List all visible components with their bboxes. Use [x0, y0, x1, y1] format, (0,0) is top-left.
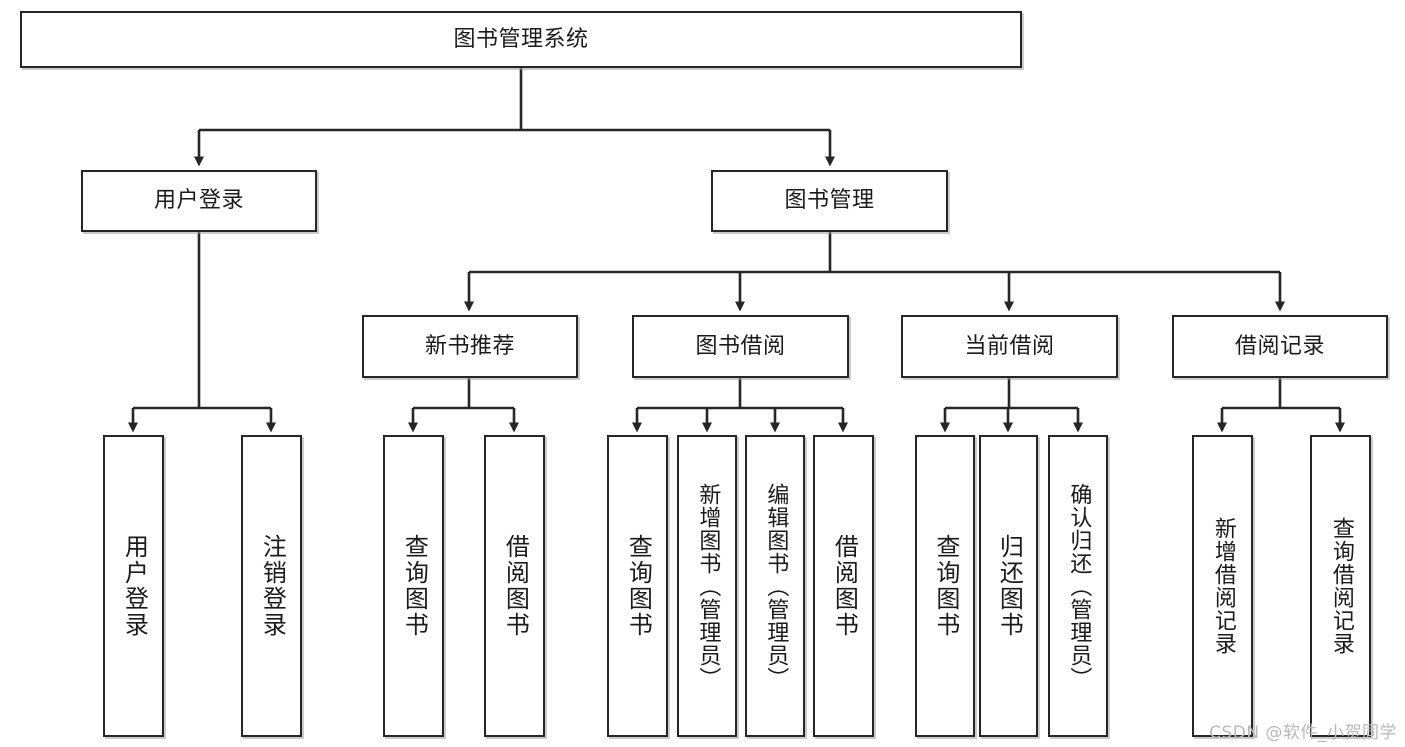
node-label: 用户登录 [120, 534, 149, 638]
node-label: 查询图书 [624, 534, 653, 638]
node-root-system[interactable]: 图书管理系统 [20, 11, 1022, 68]
node-leaf-confirm-return[interactable]: 确认归还（管理员） [1048, 435, 1108, 737]
node-label: 借阅图书 [501, 534, 530, 638]
node-label: 图书管理 [784, 188, 875, 214]
node-label: 查询图书 [931, 534, 960, 638]
node-leaf-edit-book[interactable]: 编辑图书（管理员） [745, 435, 805, 737]
node-label: 注销登录 [258, 534, 287, 638]
node-label: 借阅图书 [830, 534, 859, 638]
node-book-borrow[interactable]: 图书借阅 [632, 315, 849, 378]
node-borrow-record[interactable]: 借阅记录 [1172, 315, 1388, 378]
node-label: 借阅记录 [1234, 333, 1325, 359]
node-label: 用户登录 [153, 188, 244, 214]
node-label: 查询借阅记录 [1328, 517, 1354, 655]
node-leaf-borrow-book-1[interactable]: 借阅图书 [484, 435, 545, 737]
node-label: 新书推荐 [424, 333, 515, 359]
node-label: 图书借阅 [695, 333, 786, 359]
node-label: 归还图书 [995, 534, 1024, 638]
node-leaf-query-book-1[interactable]: 查询图书 [383, 435, 444, 737]
node-leaf-add-book[interactable]: 新增图书（管理员） [677, 435, 737, 737]
node-leaf-query-book-3[interactable]: 查询图书 [915, 435, 975, 737]
node-label: 当前借阅 [964, 333, 1055, 359]
node-label: 新增图书（管理员） [695, 482, 721, 690]
node-book-manage[interactable]: 图书管理 [711, 170, 948, 232]
node-leaf-logout-login[interactable]: 注销登录 [241, 435, 302, 737]
node-leaf-query-book-2[interactable]: 查询图书 [607, 435, 668, 737]
node-new-book-recommend[interactable]: 新书推荐 [362, 315, 578, 378]
node-label: 新增借阅记录 [1210, 517, 1236, 655]
node-leaf-query-record[interactable]: 查询借阅记录 [1310, 435, 1371, 737]
node-label: 查询图书 [400, 534, 429, 638]
node-user-login[interactable]: 用户登录 [81, 170, 317, 232]
node-leaf-add-record[interactable]: 新增借阅记录 [1192, 435, 1253, 737]
node-current-borrow[interactable]: 当前借阅 [901, 315, 1118, 378]
node-label: 图书管理系统 [453, 26, 589, 52]
node-leaf-return-book[interactable]: 归还图书 [979, 435, 1038, 737]
node-label: 编辑图书（管理员） [763, 482, 789, 690]
node-label: 确认归还（管理员） [1066, 482, 1092, 690]
node-leaf-borrow-book-2[interactable]: 借阅图书 [813, 435, 874, 737]
node-leaf-user-login[interactable]: 用户登录 [103, 435, 164, 737]
